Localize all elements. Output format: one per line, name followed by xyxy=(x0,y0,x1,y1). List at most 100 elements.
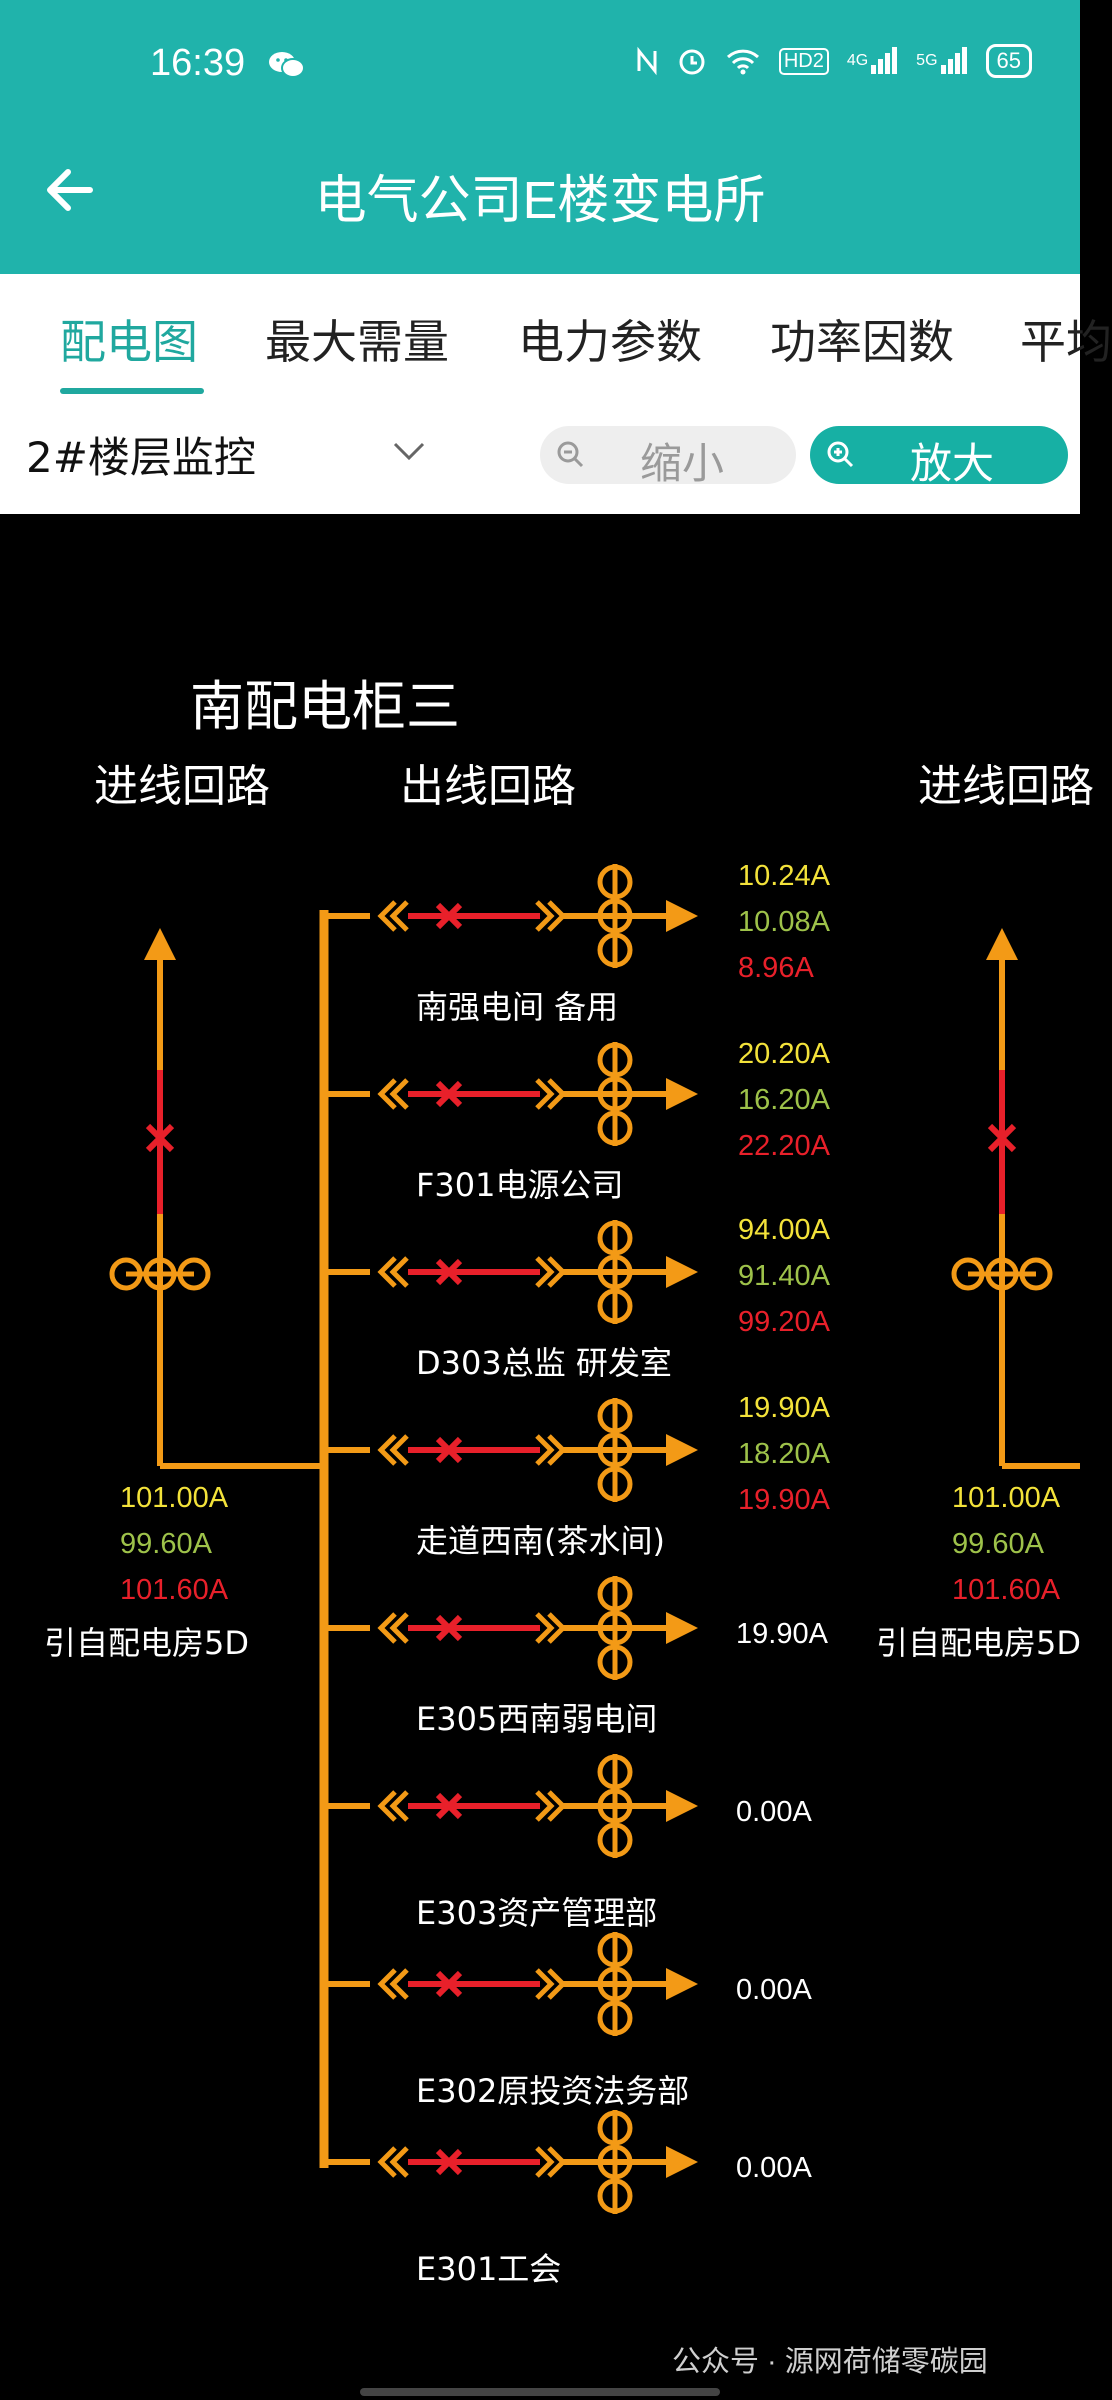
incoming-label-right: 进线回路 xyxy=(918,761,1094,812)
branch-7-right-contact xyxy=(535,1968,567,2000)
incoming-right-source: 引自配电房5D xyxy=(876,1624,1082,1662)
circuit-name-5: E305西南弱电间 xyxy=(416,1700,658,1738)
incoming-right-breaker-x xyxy=(987,1123,1017,1153)
branch-2-arrow xyxy=(666,1078,698,1110)
nfc-icon xyxy=(635,46,659,76)
circuit-3-current-c: 99.20A xyxy=(738,1306,830,1338)
incoming-left-arrow xyxy=(144,928,176,960)
circuit-4-current-b: 18.20A xyxy=(738,1438,830,1470)
branch-5-arrow xyxy=(666,1612,698,1644)
chevron-down-icon[interactable] xyxy=(392,440,426,462)
wifi-icon xyxy=(725,47,761,75)
incoming-right-ct-2 xyxy=(985,1257,1019,1291)
branch-5-left-contact xyxy=(377,1612,409,1644)
branch-5-right-contact xyxy=(535,1612,567,1644)
home-indicator[interactable] xyxy=(360,2388,720,2396)
circuit-3-current-a: 94.00A xyxy=(738,1214,830,1246)
zoom-in-button[interactable]: 放大 xyxy=(810,426,1068,488)
tab-bar: 配电图 最大需量 电力参数 功率因数 平均 xyxy=(0,274,1112,396)
incoming-right-ct-1 xyxy=(951,1257,985,1291)
signal-5g-icon: 5G xyxy=(916,47,967,75)
circuit-7-current: 0.00A xyxy=(736,1974,812,2006)
circuit-2-current-c: 22.20A xyxy=(738,1130,830,1162)
zoom-out-icon xyxy=(557,441,584,468)
circuit-8-current: 0.00A xyxy=(736,2152,812,2184)
page-title: 电气公司E楼变电所 xyxy=(314,172,766,230)
zoom-out-button[interactable]: 缩小 xyxy=(540,426,796,488)
circuit-2-current-b: 16.20A xyxy=(738,1084,830,1116)
incoming-left-breaker-x xyxy=(145,1123,175,1153)
branch-1-arrow xyxy=(666,900,698,932)
branch-1-breaker-x xyxy=(435,902,463,930)
branch-2-breaker-x xyxy=(435,1080,463,1108)
circuit-2-current-a: 20.20A xyxy=(738,1038,830,1070)
branch-6-right-contact xyxy=(535,1790,567,1822)
branch-3-breaker-x xyxy=(435,1258,463,1286)
circuit-5-current: 19.90A xyxy=(736,1618,828,1650)
branch-7-arrow xyxy=(666,1968,698,2000)
tab-average[interactable]: 平均 xyxy=(1020,316,1112,368)
incoming-right-arrow xyxy=(986,928,1018,960)
branch-2-right-contact xyxy=(535,1078,567,1110)
circuit-4-current-c: 19.90A xyxy=(738,1484,830,1516)
branch-6-arrow xyxy=(666,1790,698,1822)
incoming-left-ct-2 xyxy=(143,1257,177,1291)
branch-1-left-contact xyxy=(377,900,409,932)
alarm-icon xyxy=(677,46,707,76)
back-arrow-icon[interactable] xyxy=(40,160,100,220)
active-tab-indicator xyxy=(60,388,204,394)
circuit-name-3: D303总监 研发室 xyxy=(416,1344,672,1382)
branch-2-left-contact xyxy=(377,1078,409,1110)
watermark: 公众号 · 源网荷储零碳园 xyxy=(672,2346,988,2378)
branch-3-arrow xyxy=(666,1256,698,1288)
circuit-1-current-c: 8.96A xyxy=(738,952,814,984)
status-time: 16:39 xyxy=(150,42,246,84)
incoming-right-ct-3 xyxy=(1019,1257,1053,1291)
incoming-left-source: 引自配电房5D xyxy=(44,1624,250,1662)
branch-8-breaker-x xyxy=(435,2148,463,2176)
incoming-right-current-b: 99.60A xyxy=(952,1528,1044,1560)
branch-6-breaker-x xyxy=(435,1792,463,1820)
circuit-1-current-b: 10.08A xyxy=(738,906,830,938)
incoming-left-ct-1 xyxy=(109,1257,143,1291)
zoom-out-label: 缩小 xyxy=(640,439,725,488)
incoming-label-left: 进线回路 xyxy=(94,761,270,812)
circuit-name-2: F301电源公司 xyxy=(416,1166,624,1204)
branch-7-left-contact xyxy=(377,1968,409,2000)
circuit-name-6: E303资产管理部 xyxy=(416,1894,658,1932)
hd-badge: HD2 xyxy=(778,47,829,75)
branch-4-breaker-x xyxy=(435,1436,463,1464)
circuit-name-4: 走道西南(茶水间) xyxy=(416,1522,665,1560)
outgoing-label: 出线回路 xyxy=(400,761,576,812)
branch-7-breaker-x xyxy=(435,1970,463,1998)
tab-max-demand[interactable]: 最大需量 xyxy=(265,316,449,368)
branch-8-right-contact xyxy=(535,2146,567,2178)
network-4g-label: 4G xyxy=(846,52,869,69)
distribution-diagram: 南配电柜三 进线回路 出线回路 进线回路 101.00A 99.60A 101.… xyxy=(0,514,1094,2400)
network-5g-label: 5G xyxy=(916,52,938,69)
circuit-name-8: E301工会 xyxy=(416,2250,562,2288)
circuit-name-1: 南强电间 备用 xyxy=(416,988,619,1026)
tab-distribution-diagram[interactable]: 配电图 xyxy=(60,316,198,368)
incoming-left-current-b: 99.60A xyxy=(120,1528,212,1560)
branch-3-right-contact xyxy=(535,1256,567,1288)
branch-4-right-contact xyxy=(535,1434,567,1466)
circuit-6-current: 0.00A xyxy=(736,1796,812,1828)
circuit-name-7: E302原投资法务部 xyxy=(416,2072,690,2110)
battery-indicator: 65 xyxy=(985,44,1032,78)
zoom-in-icon xyxy=(827,441,854,468)
app-header: 16:39 HD2 4G 5G 65 电气公司E楼变电所 xyxy=(0,0,1080,274)
incoming-right-current-a: 101.00A xyxy=(952,1482,1061,1514)
incoming-left-current-a: 101.00A xyxy=(120,1482,229,1514)
branch-3-left-contact xyxy=(377,1256,409,1288)
filter-row: 2#楼层监控 缩小 放大 xyxy=(0,394,1080,514)
branch-4-arrow xyxy=(666,1434,698,1466)
branch-6-left-contact xyxy=(377,1790,409,1822)
tab-power-factor[interactable]: 功率因数 xyxy=(770,316,954,368)
incoming-left-current-c: 101.60A xyxy=(120,1574,229,1606)
branch-1-right-contact xyxy=(535,900,567,932)
zoom-in-label: 放大 xyxy=(910,439,995,488)
tab-power-parameters[interactable]: 电力参数 xyxy=(518,316,702,368)
floor-select[interactable]: 2#楼层监控 xyxy=(26,433,256,482)
circuit-4-current-a: 19.90A xyxy=(738,1392,830,1424)
